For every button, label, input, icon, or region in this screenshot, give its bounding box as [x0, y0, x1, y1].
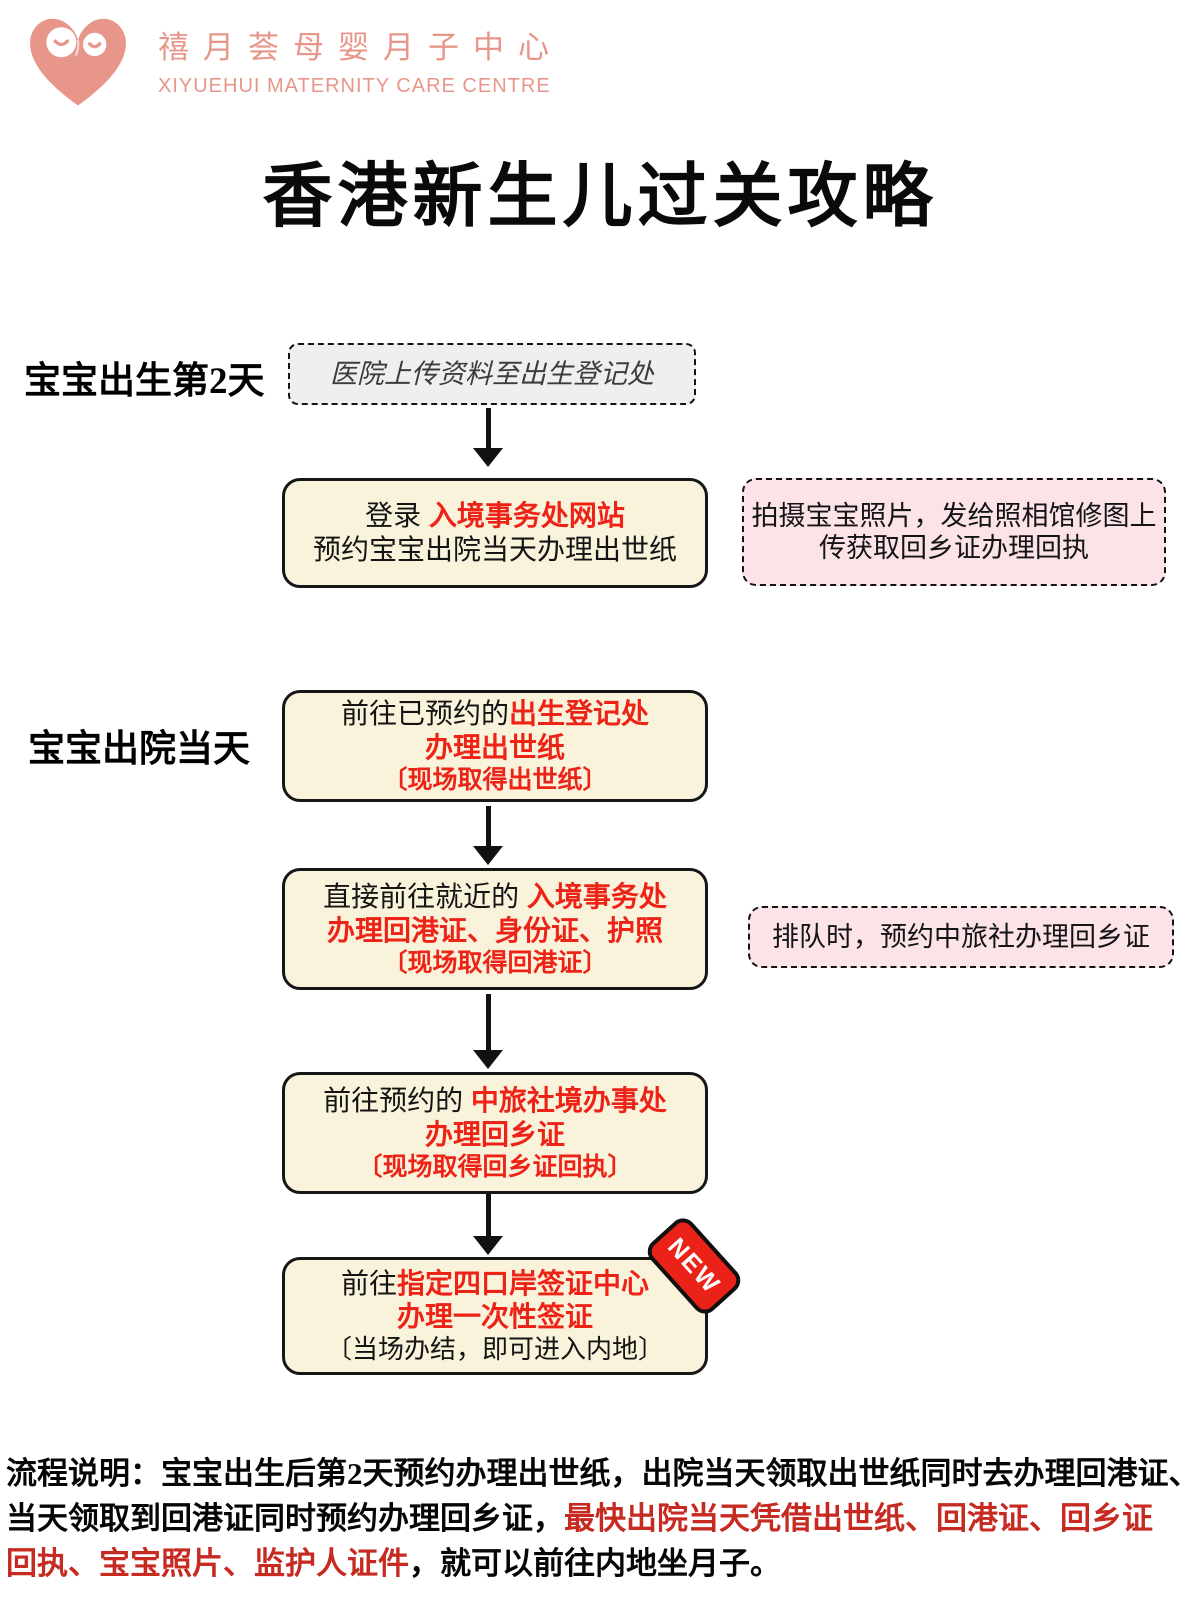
flow-step-website-booking-line2: 预约宝宝出院当天办理出世纸 [312, 534, 677, 565]
brand-text: 禧月荟母婴月子中心 XIYUEHUI MATERNITY CARE CENTRE [158, 22, 563, 98]
line1-black-text: 登录 [365, 500, 429, 532]
flow-step-immigration-dept-line1: 直接前往就近的 入境事务处 [323, 880, 667, 914]
flow-step-immigration-dept-line3: 〔现场取得回港证〕 [382, 948, 608, 977]
process-explanation-line1: 流程说明：宝宝出生后第2天预约办理出世纸，出院当天领取出世纸同时去办理回港证、 [6, 1452, 1200, 1497]
line1-black-text: 前往 [340, 1267, 397, 1299]
process-explanation-line3: 回执、宝宝照片、监护人证件，就可以前往内地坐月子。 [6, 1542, 1198, 1587]
process-explanation-line2: 当天领取到回港证同时预约办理回乡证，最快出院当天凭借出世纸、回港证、回乡证 [6, 1497, 1198, 1542]
arrow-head [473, 1050, 503, 1069]
stage-label-discharge-day: 宝宝出院当天 [28, 729, 250, 770]
flow-step-immigration-dept: 直接前往就近的 入境事务处 办理回港证、身份证、护照 〔现场取得回港证〕 [282, 868, 708, 990]
flow-step-travel-service: 前往预约的 中旅社境办事处 办理回乡证 〔现场取得回乡证回执〕 [282, 1072, 708, 1194]
line1-black-text: 直接前往就近的 [323, 881, 527, 913]
flow-step-hospital-upload-text: 医院上传资料至出生登记处 [330, 358, 654, 389]
line1-black-text: 前往已预约的 [340, 698, 509, 730]
arrow-shaft [485, 1194, 491, 1236]
flow-step-website-booking-line1: 登录 入境事务处网站 [365, 499, 625, 533]
flow-step-visa-center-line1: 前往指定四口岸签证中心 [341, 1267, 649, 1301]
side-note-baby-photo: 拍摄宝宝照片，发给照相馆修图上 传获取回乡证办理回执 [742, 478, 1166, 586]
flow-step-travel-service-line2: 办理回乡证 [424, 1119, 565, 1150]
page-title: 香港新生儿过关攻略 [262, 159, 938, 236]
flow-step-website-booking: 登录 入境事务处网站 预约宝宝出院当天办理出世纸 [282, 478, 708, 588]
flow-step-travel-service-line1: 前往预约的 中旅社境办事处 [323, 1084, 667, 1118]
line1-red-text: 出生登记处 [509, 698, 650, 730]
flow-step-birth-registry-line3: 〔现场取得出世纸〕 [382, 765, 608, 794]
footer-red-text: 回执、宝宝照片、监护人证件 [6, 1545, 409, 1581]
flow-step-birth-registry: 前往已预约的出生登记处 办理出世纸 〔现场取得出世纸〕 [282, 690, 708, 802]
line1-red-text: 入境事务处网站 [428, 500, 625, 532]
stage-label-birth-day2: 宝宝出生第2天 [24, 361, 265, 402]
flow-step-birth-registry-line1: 前往已预约的出生登记处 [341, 697, 649, 731]
side-note-baby-photo-line2: 传获取回乡证办理回执 [819, 533, 1089, 563]
side-note-queue-booking: 排队时，预约中旅社办理回乡证 [748, 906, 1174, 968]
flow-step-visa-center-line2: 办理一次性签证 [396, 1301, 593, 1333]
line1-red-text: 入境事务处 [526, 881, 667, 913]
arrow-head [473, 1236, 503, 1255]
flow-step-birth-registry-line2: 办理出世纸 [424, 732, 565, 763]
line1-black-text: 前往预约的 [323, 1085, 471, 1117]
flow-step-hospital-upload: 医院上传资料至出生登记处 [288, 343, 696, 405]
arrow-down-icon [472, 994, 504, 1069]
arrow-shaft [485, 994, 491, 1050]
flow-step-immigration-dept-line2: 办理回港证、身份证、护照 [326, 915, 663, 946]
brand-name-english: XIYUEHUI MATERNITY CARE CENTRE [158, 75, 551, 97]
footer-red-text: 最快出院当天凭借出世纸、回港证、回乡证 [564, 1500, 1153, 1536]
arrow-down-icon [472, 1194, 504, 1255]
side-note-queue-booking-text: 排队时，预约中旅社办理回乡证 [772, 921, 1150, 952]
flow-step-visa-center-line3: 〔当场办结，即可进入内地〕 [325, 1334, 664, 1364]
flow-step-visa-center: 前往指定四口岸签证中心 办理一次性签证 〔当场办结，即可进入内地〕 [282, 1257, 708, 1375]
footer-black-text: ，就可以前往内地坐月子。 [409, 1545, 781, 1581]
brand-name-chinese: 禧月荟母婴月子中心 [158, 30, 563, 65]
heart-birds-logo-icon [30, 18, 126, 106]
arrow-head [473, 448, 503, 467]
arrow-head [473, 846, 503, 865]
arrow-down-icon [472, 408, 504, 467]
line1-red-text: 中旅社境办事处 [470, 1085, 667, 1117]
arrow-down-icon [472, 806, 504, 865]
arrow-shaft [485, 806, 491, 846]
arrow-shaft [485, 408, 491, 448]
flow-step-travel-service-line3: 〔现场取得回乡证回执〕 [357, 1152, 633, 1181]
brand-logo: 禧月荟母婴月子中心 XIYUEHUI MATERNITY CARE CENTRE [22, 10, 563, 110]
line1-red-text: 指定四口岸签证中心 [397, 1267, 650, 1299]
process-explanation: 流程说明：宝宝出生后第2天预约办理出世纸，出院当天领取出世纸同时去办理回港证、 … [6, 1452, 1200, 1587]
footer-black-text: 流程说明：宝宝出生后第2天预约办理出世纸，出院当天领取出世纸同时去办理回港证、 [6, 1456, 1200, 1491]
footer-black-text: 当天领取到回港证同时预约办理回乡证， [6, 1500, 564, 1536]
side-note-baby-photo-line1: 拍摄宝宝照片，发给照相馆修图上 [751, 500, 1157, 531]
